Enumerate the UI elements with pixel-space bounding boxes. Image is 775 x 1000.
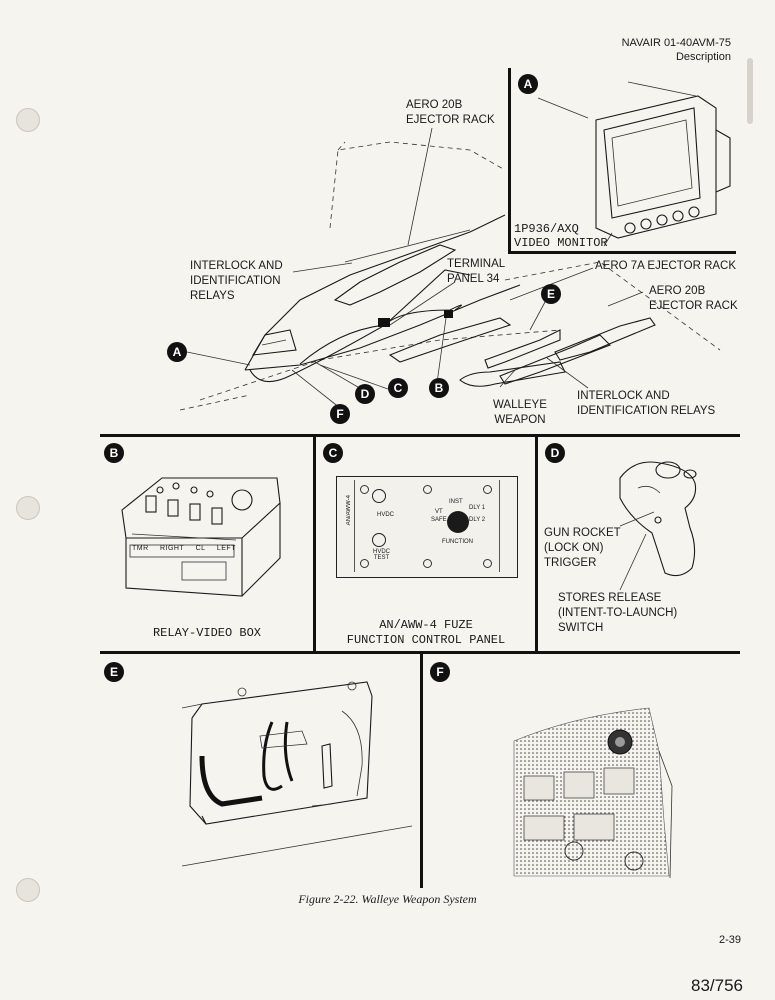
badge-a: A <box>518 74 538 94</box>
gun-rocket-trigger-label: GUN ROCKET (LOCK ON) TRIGGER <box>544 527 621 569</box>
function-label: FUNCTION <box>442 539 473 545</box>
badge-b-main: B <box>429 378 449 398</box>
fuze-vertical-label: AN/AWW-4 <box>346 495 352 526</box>
panel-d-control-stick: D GUN ROCKET (LOCK ON) TRIGGER STORES RE… <box>540 438 740 650</box>
divider-bc <box>313 436 316 653</box>
relay-box-drawing <box>121 477 281 597</box>
callout-walleye: WALLEYE WEAPON <box>493 399 547 426</box>
badge-c-main: C <box>388 378 408 398</box>
dly2-label: DLY 2 <box>469 517 486 523</box>
aircraft-illustration <box>179 127 721 411</box>
hvdc-indicator <box>372 489 386 503</box>
stores-release-switch-label: STORES RELEASE (INTENT-TO-LAUNCH) SWITCH <box>558 592 678 634</box>
figure-caption: Figure 2-22. Walleye Weapon System <box>298 892 477 906</box>
video-monitor-label: 1P936/AXQ VIDEO MONITOR <box>514 222 608 250</box>
caption-fuze-panel: AN/AWW-4 FUZE FUNCTION CONTROL PANEL <box>346 618 506 647</box>
callout-aero7a: AERO 7A EJECTOR RACK <box>595 260 737 272</box>
scrollbar[interactable] <box>747 58 753 124</box>
badge-e: E <box>104 662 124 682</box>
video-monitor-drawing <box>537 81 731 247</box>
inset-a-video-monitor: A 1P936/AXQ VIDEO MONITOR <box>508 68 736 254</box>
punch-hole <box>16 108 40 132</box>
vt-label: VT <box>435 509 443 515</box>
divider-ef <box>420 653 423 888</box>
panel-f-cockpit-console: F <box>424 656 740 888</box>
divider-cd <box>535 436 538 653</box>
caption-relay-video-box: RELAY-VIDEO BOX <box>152 626 262 640</box>
panel-c-fuze-control: C AN/AWW-4 HVDC HVDC TEST INST VT DLY 1 … <box>318 438 534 650</box>
callout-interlock-right: INTERLOCK AND IDENTIFICATION RELAYS <box>577 390 716 417</box>
hvdc-test-button[interactable] <box>372 533 386 547</box>
badge-a-main: A <box>167 342 187 362</box>
safe-label: SAFE <box>431 517 447 523</box>
hvdc-test-label: HVDC TEST <box>373 549 391 561</box>
punch-hole <box>16 878 40 902</box>
dly1-label: DLY 1 <box>469 505 486 511</box>
callout-aero20b-top: AERO 20B EJECTOR RACK <box>406 99 495 126</box>
hvdc-label: HVDC <box>377 512 395 518</box>
relay-label-right: RIGHT <box>159 545 185 552</box>
page-counter: 83/756 <box>691 976 743 995</box>
function-selector-knob[interactable] <box>447 511 469 533</box>
page-header: NAVAIR 01-40AVM-75 Description <box>622 36 731 64</box>
fuze-panel-face: AN/AWW-4 HVDC HVDC TEST INST VT DLY 1 SA… <box>336 476 518 578</box>
relay-label-cl: CL <box>195 545 206 552</box>
badge-c: C <box>323 443 343 463</box>
divider-top <box>100 434 740 437</box>
badge-d-main: D <box>355 384 375 404</box>
cockpit-console-drawing <box>513 707 673 879</box>
panel-b-relay-video-box: B TMR RIGHT CL LEFT RELAY-VIDEO BOX <box>102 438 312 650</box>
section-title: Description <box>675 51 731 63</box>
ejector-rack-wiring-drawing <box>181 681 413 867</box>
relay-label-tmr: TMR <box>132 545 149 552</box>
badge-f-main: F <box>330 404 350 424</box>
relay-box-labels: TMR RIGHT CL LEFT <box>132 545 236 552</box>
callout-terminal-panel: TERMINAL PANEL 34 <box>447 258 506 285</box>
punch-hole <box>16 496 40 520</box>
badge-d: D <box>545 443 565 463</box>
callout-aero20b-right: AERO 20B EJECTOR RACK <box>649 285 738 312</box>
inst-label: INST <box>449 499 463 505</box>
callout-interlock-left: INTERLOCK AND IDENTIFICATION RELAYS <box>190 260 283 302</box>
relay-label-left: LEFT <box>216 545 236 552</box>
control-stick-drawing <box>619 461 697 591</box>
panel-e-ejector-rack-wiring: E <box>102 656 418 888</box>
document-id: NAVAIR 01-40AVM-75 <box>621 37 731 49</box>
badge-e-main: E <box>541 284 561 304</box>
divider-mid <box>100 651 740 654</box>
page-number: 2-39 <box>718 934 741 946</box>
badge-b: B <box>104 443 124 463</box>
badge-f: F <box>430 662 450 682</box>
